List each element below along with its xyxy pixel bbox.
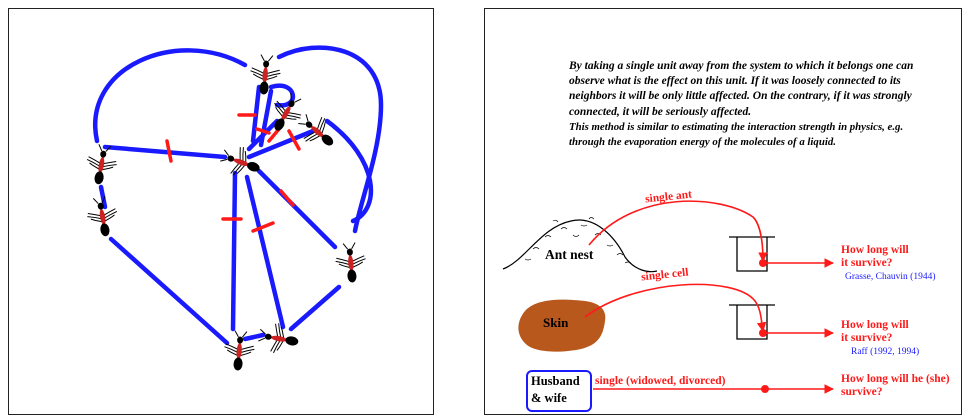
containers: [729, 236, 775, 340]
wife-label: & wife: [531, 391, 567, 405]
ant-icon: [224, 330, 255, 371]
link-top-arc: [93, 48, 248, 144]
ant-icon: [298, 114, 334, 146]
ant-network-diagram: [86, 45, 384, 371]
link-ant1-ant2: [98, 184, 108, 210]
link-small-loop: [268, 83, 295, 108]
link-ant8-ant9: [242, 332, 266, 342]
ant-abdomen: [347, 269, 357, 283]
interaction-links: [93, 45, 384, 346]
ant-abdomen: [274, 118, 285, 131]
ant-thorax: [262, 67, 268, 83]
ant-abdomen: [285, 336, 299, 346]
ant-thorax: [281, 106, 291, 121]
question-1: How long will it survive?: [841, 244, 909, 270]
container-1: [729, 236, 775, 272]
cut-mark: [279, 189, 295, 207]
question-1-line2: it survive?: [841, 257, 893, 269]
link-ant1-ant6: [102, 144, 228, 160]
isolated-unit-dots: [759, 259, 769, 393]
arrows: [584, 200, 834, 394]
ant-head: [288, 100, 295, 108]
ants: [86, 54, 366, 371]
cut-mark: [255, 127, 271, 135]
ant-nest-mound: [502, 217, 658, 273]
link-ant4-ant6: [246, 118, 280, 152]
skin-label: Skin: [543, 315, 569, 330]
link-ant6-ant7: [256, 168, 338, 250]
experiment-diagram: [502, 200, 834, 412]
husband-wife-label: Husband & wife: [531, 373, 580, 407]
ant-icon: [250, 54, 281, 95]
ant-head: [263, 60, 270, 68]
explanation-paragraph: By taking a single unit away from the sy…: [569, 59, 929, 150]
single-widowed-label: single (widowed, divorced): [595, 375, 726, 387]
arrow-cell-to-container: [584, 283, 767, 332]
cut-mark: [267, 127, 281, 143]
question-2: How long will it survive?: [841, 319, 909, 345]
ant-abdomen: [94, 171, 104, 185]
arrow-ant-to-container: [588, 200, 768, 262]
explanation-panel: By taking a single unit away from the sy…: [484, 8, 962, 415]
ant-icon: [335, 242, 366, 283]
question-1-line1: How long will: [841, 244, 909, 256]
ant-abdomen: [247, 161, 260, 172]
cut-mark: [287, 129, 301, 151]
ant-icon: [274, 92, 302, 131]
link-big-right-arc: [276, 45, 384, 234]
reference-2: Raff (1992, 1994): [851, 347, 920, 357]
ant-head: [227, 155, 235, 162]
nest-texture: [524, 217, 632, 264]
link-ant5-ant6: [246, 128, 316, 160]
main-paragraph: By taking a single unit away from the sy…: [569, 60, 914, 118]
ant-thorax: [271, 335, 287, 342]
secondary-paragraph: This method is similar to estimating the…: [569, 120, 904, 149]
isolated-person-dot: [761, 385, 769, 393]
ant-abdomen: [259, 81, 269, 95]
question-3-text: How long will he (she) survive?: [841, 373, 950, 398]
ant-thorax: [311, 126, 324, 138]
link-ant7-ant8: [288, 284, 342, 332]
ant-thorax: [98, 157, 105, 173]
reference-1: Grasse, Chauvin (1944): [845, 272, 936, 282]
link-ant6-ant9a: [230, 170, 238, 332]
ant-head: [97, 202, 104, 210]
skin-blob: [518, 299, 606, 352]
cut-mark: [165, 139, 173, 163]
ant-icon: [258, 323, 299, 354]
ant-head: [237, 336, 244, 344]
ant-icon: [220, 147, 260, 176]
ant-abdomen: [233, 357, 243, 371]
ant-thorax: [233, 158, 249, 166]
container-2: [729, 304, 775, 340]
ant-icon: [86, 144, 117, 185]
husband-wife-box: [526, 370, 592, 412]
ant-thorax: [99, 209, 106, 225]
ant-abdomen: [100, 223, 110, 237]
ant-head: [305, 121, 313, 128]
ant-nest-label: Ant nest: [545, 247, 594, 262]
ant-head: [346, 248, 353, 256]
isolated-ant-dot: [759, 259, 767, 267]
ant-abdomen: [321, 134, 334, 146]
ant-thorax: [236, 343, 242, 359]
cut-marks: [165, 113, 301, 233]
husband-label: Husband: [531, 374, 580, 388]
link-ant6-ant9b: [244, 174, 286, 330]
ant-head: [264, 333, 272, 340]
ant-thorax: [348, 255, 354, 271]
link-ant2-ant9: [108, 236, 230, 346]
cut-mark: [251, 221, 275, 233]
question-2-line2: it survive?: [841, 332, 893, 344]
isolated-cell-dot: [759, 329, 767, 337]
question-3: How long will he (she) survive?: [841, 373, 956, 399]
ant-head: [100, 150, 107, 158]
ant-network-panel: [8, 8, 434, 415]
question-2-line1: How long will: [841, 319, 909, 331]
link-arc-right: [324, 118, 374, 224]
ant-icon: [87, 196, 118, 237]
